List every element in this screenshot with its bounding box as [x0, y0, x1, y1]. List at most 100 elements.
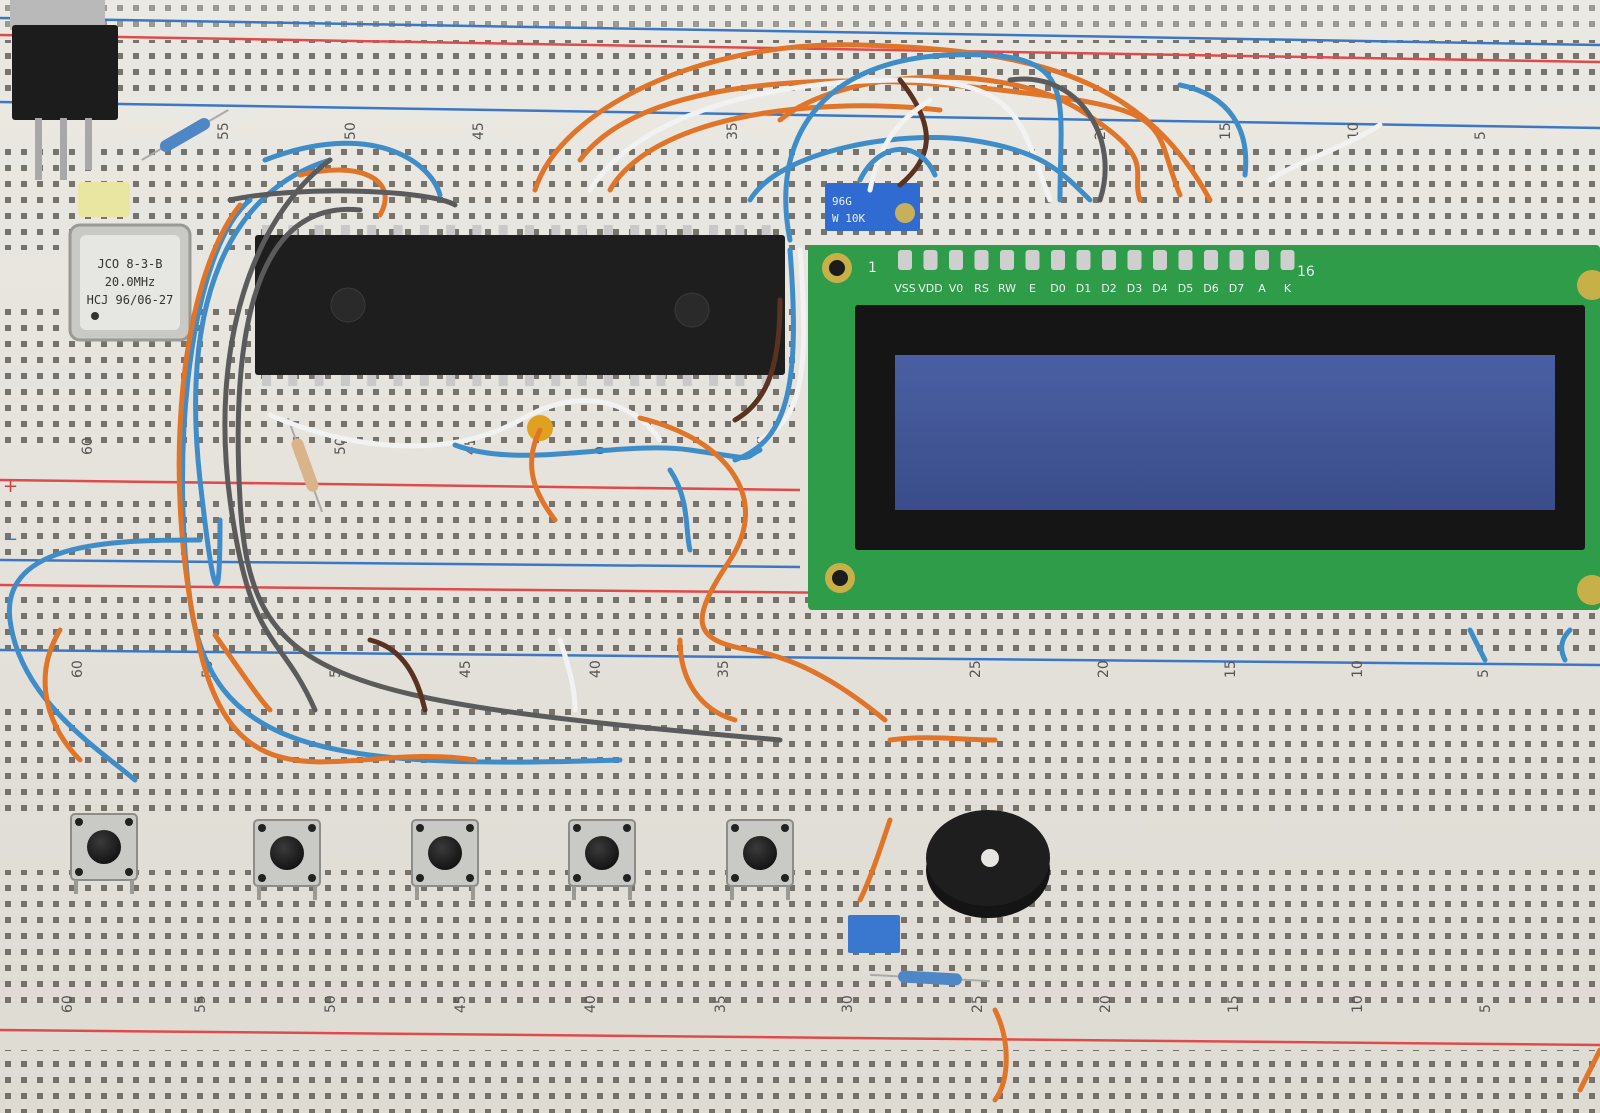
chip-pin: [603, 372, 613, 386]
tactile-button: [726, 819, 794, 900]
lcd-pin-header: [949, 250, 963, 270]
chip-pin: [393, 372, 403, 386]
chip-pin: [551, 225, 561, 239]
chip-pin: [682, 372, 692, 386]
chip-pin: [709, 225, 719, 239]
chip-pin: [288, 372, 298, 386]
column-number: 15: [1226, 995, 1242, 1013]
lcd-pin-header: [1255, 250, 1269, 270]
column-number: 15: [1223, 660, 1239, 678]
chip-pin: [656, 372, 666, 386]
column-number: 5: [1476, 669, 1492, 678]
lcd-pin-label: K: [1284, 282, 1292, 295]
lcd-pin-header: [923, 250, 938, 270]
piezo-buzzer: [926, 810, 1050, 918]
column-number: 60: [80, 437, 96, 455]
lcd-pin-label: VDD: [918, 282, 942, 295]
voltage-regulator: [10, 0, 118, 180]
chip-pin: [761, 372, 771, 386]
column-number: 35: [713, 995, 729, 1013]
chip-pin: [446, 225, 456, 239]
column-number: 40: [588, 660, 604, 678]
column-number: 25: [968, 660, 984, 678]
lcd-pin-header: [1000, 250, 1014, 270]
column-number: 35: [725, 122, 741, 140]
ceramic-capacitor: [78, 182, 130, 217]
chip-pin: [498, 372, 508, 386]
column-number: 30: [840, 995, 856, 1013]
chip-pin: [498, 225, 508, 239]
push-buttons: [70, 813, 794, 900]
column-number: 20: [1098, 995, 1114, 1013]
lcd-pin-header: [1153, 250, 1167, 270]
lcd-pin-header: [1102, 250, 1116, 270]
chip-pin: [656, 225, 666, 239]
chip-pin: [577, 225, 587, 239]
chip-pin: [314, 225, 324, 239]
lcd-pin-label: D5: [1178, 282, 1193, 295]
jumper-wires: [7, 42, 1600, 1103]
lcd-pin-header: [1280, 250, 1295, 270]
chip-pin: [262, 372, 271, 386]
trimmer-potentiometer: 96G W 10K: [825, 183, 920, 231]
column-number: 35: [716, 660, 732, 678]
column-number: 50: [333, 437, 349, 455]
chip-pin: [314, 372, 324, 386]
column-number: 5: [1478, 1004, 1494, 1013]
lcd-pin-header: [1204, 250, 1218, 270]
lcd-pin-label: A: [1258, 282, 1266, 295]
chip-pin: [577, 372, 587, 386]
column-number: 20: [1096, 660, 1112, 678]
chip-pin: [709, 372, 719, 386]
chip-pin: [603, 225, 613, 239]
chip-pin: [340, 225, 350, 239]
lcd-pin-label: D4: [1152, 282, 1167, 295]
oscillator-label-2: 20.0MHz: [105, 275, 156, 289]
chip-pin: [761, 225, 771, 239]
trimpot-label-1: 96G: [832, 195, 852, 208]
lcd-pin-label: D3: [1127, 282, 1142, 295]
lcd-pin-header: [1229, 250, 1244, 270]
column-number: 50: [343, 122, 359, 140]
trimpot-label-2: W 10K: [832, 212, 865, 225]
lcd-pin-label: D1: [1076, 282, 1091, 295]
lcd-pin-label: VSS: [894, 282, 916, 295]
chip-pin: [393, 225, 403, 239]
tactile-button: [253, 819, 321, 900]
lcd-pin-label: RS: [974, 282, 989, 295]
lcd-pin-16-label: 16: [1297, 264, 1315, 280]
column-number: 45: [453, 995, 469, 1013]
crystal-oscillator: JCO 8-3-B 20.0MHz HCJ 96/06-27: [68, 223, 192, 342]
lcd-pin-label: D2: [1101, 282, 1116, 295]
column-number: 10: [1350, 660, 1366, 678]
column-number: 25: [970, 995, 986, 1013]
chip-pin: [525, 372, 534, 386]
lcd-pin-header: [1025, 250, 1040, 270]
column-number: 10: [1350, 995, 1366, 1013]
lcd-pin-header: [974, 250, 989, 270]
chip-pin: [630, 225, 640, 239]
chip-pin: [472, 372, 482, 386]
column-number: 5: [328, 669, 344, 678]
tactile-button: [70, 813, 138, 894]
tactile-button: [568, 819, 636, 900]
column-number: 5: [1473, 131, 1489, 140]
microcontroller-chip: [255, 225, 785, 386]
lcd-pin-label: D0: [1050, 282, 1065, 295]
chip-pin: [472, 225, 482, 239]
small-trimmer: [848, 915, 900, 953]
chip-pin: [446, 372, 456, 386]
chip-pin: [419, 225, 429, 239]
oscillator-label-1: JCO 8-3-B: [97, 257, 162, 271]
resistors: [141, 109, 990, 986]
lcd-pin-label: V0: [949, 282, 964, 295]
column-number: 15: [1218, 122, 1234, 140]
chip-pin: [735, 225, 745, 239]
lcd-screen: [895, 355, 1555, 510]
chip-pin: [735, 372, 745, 386]
lcd-pin-label: D7: [1229, 282, 1244, 295]
column-number: 45: [458, 660, 474, 678]
lcd-pin-header: [1178, 250, 1193, 270]
